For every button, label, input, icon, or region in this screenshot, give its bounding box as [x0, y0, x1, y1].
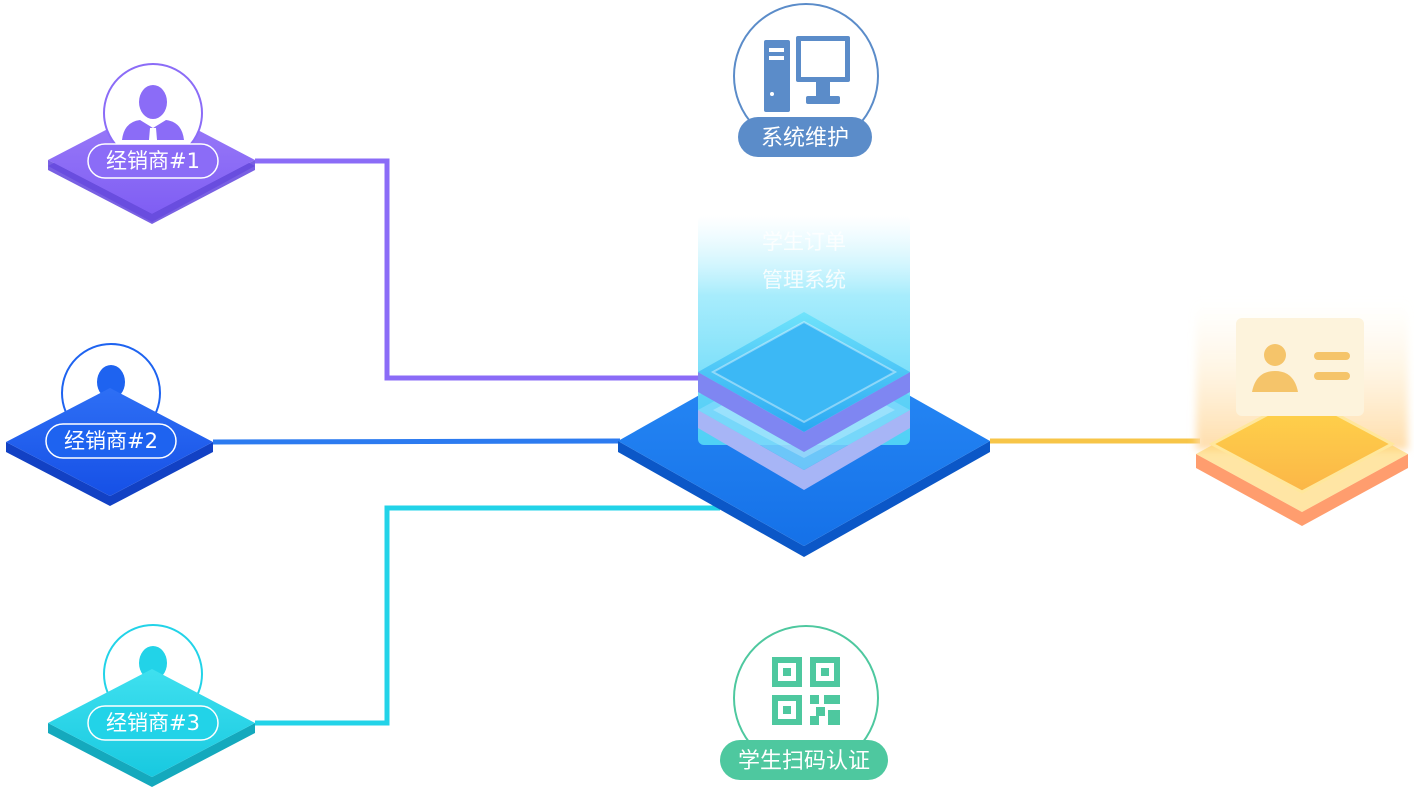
dealer-label-pill: [87, 143, 219, 179]
dealer-label: 经销商#1: [106, 149, 200, 173]
dealer-node-3[interactable]: 经销商#3: [48, 624, 255, 787]
hub-title-line-2: 管理系统: [762, 268, 846, 292]
dealer-label: 经销商#2: [64, 429, 158, 453]
connector-line-dealer-2: [212, 438, 621, 445]
connector-line-dealer-1: [255, 158, 700, 381]
id-card-node[interactable]: [1196, 300, 1408, 526]
qr-auth-label: 学生扫码认证: [738, 749, 870, 774]
id-card-icon: [1236, 318, 1364, 416]
qr-code-icon: [772, 657, 840, 725]
dealer-node-2[interactable]: 经销商#2: [6, 343, 213, 506]
maintenance-node[interactable]: 系统维护: [733, 3, 879, 157]
qr-auth-label-pill: [720, 740, 888, 780]
tie-icon: [149, 128, 157, 144]
maintenance-label-pill: [738, 117, 872, 157]
dealer-label-pill: [45, 423, 177, 459]
central-hub[interactable]: 学生订单 管理系统: [618, 215, 990, 557]
dealer-node-1[interactable]: 经销商#1: [48, 63, 255, 224]
hub-title-line-1: 学生订单: [762, 230, 846, 254]
dealer-label-pill: [87, 705, 219, 741]
connector-line-dealer-3: [255, 505, 720, 726]
qr-auth-node[interactable]: 学生扫码认证: [720, 625, 888, 780]
maintenance-label: 系统维护: [761, 126, 849, 151]
computer-icon: [764, 36, 850, 112]
dealer-label: 经销商#3: [106, 711, 200, 735]
